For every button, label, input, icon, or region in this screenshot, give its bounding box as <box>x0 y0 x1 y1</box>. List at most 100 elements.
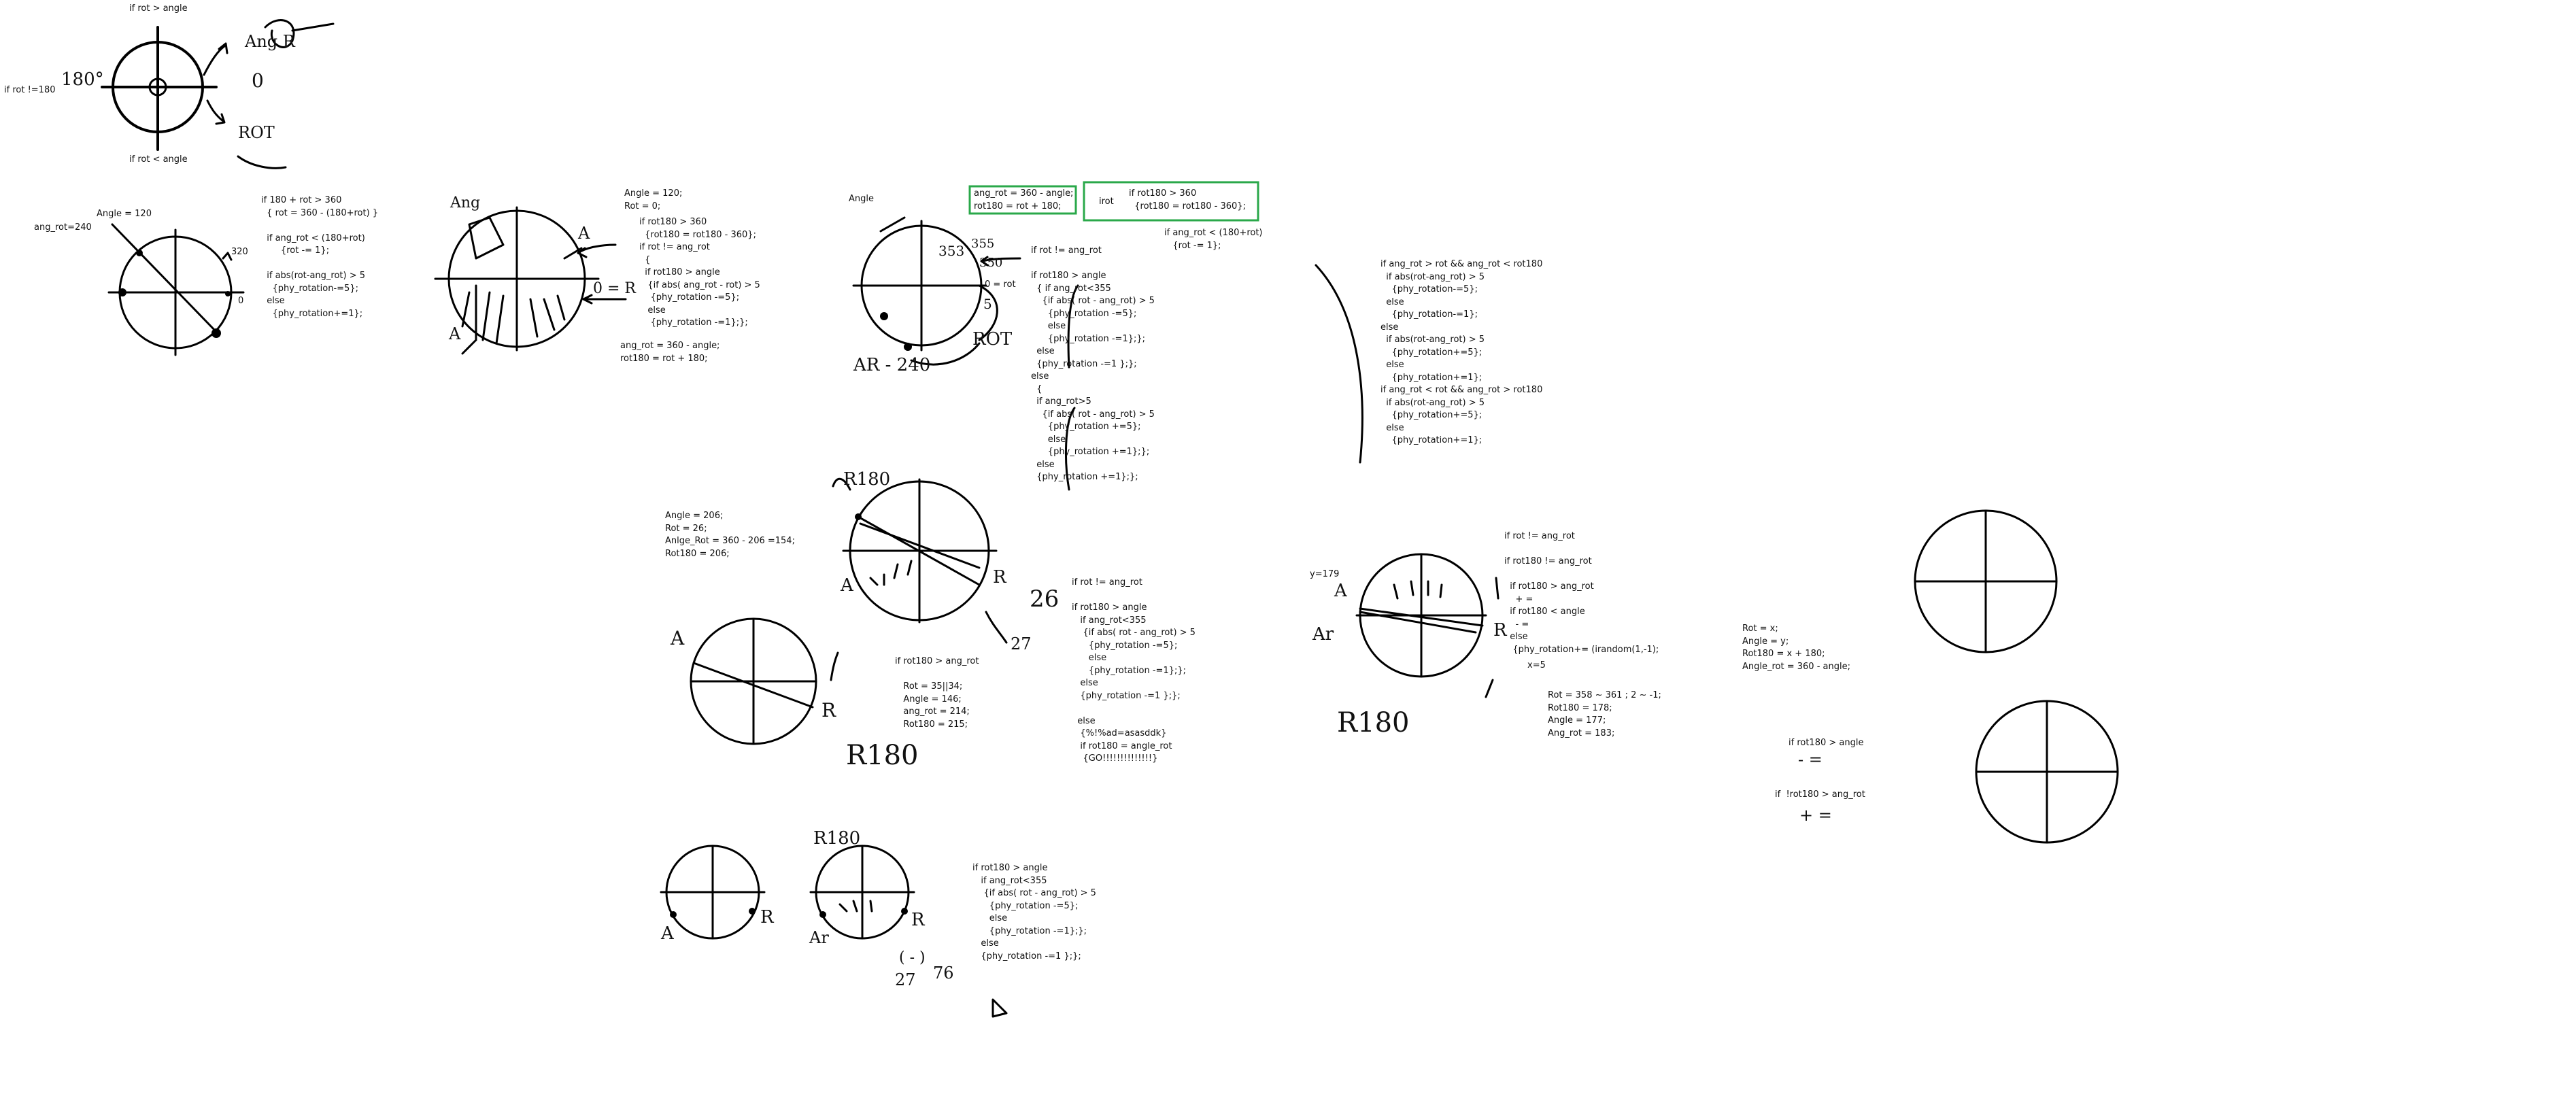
code-line: if abs(rot-ang_rot) > 5 <box>1380 271 1542 284</box>
code-line: {phy_rotation -=5}; <box>1031 308 1155 321</box>
label-rot-gt-angle: if rot > angle <box>129 3 188 15</box>
hw-26: 26 <box>1030 593 1059 605</box>
circle-plain-1 <box>1915 511 2056 652</box>
code-line: Angle = 206; <box>665 510 795 523</box>
hw-zero-r: 0 = R <box>593 283 636 295</box>
code-rot358: Rot = 358 ~ 361 ; 2 ~ -1;Rot180 = 178;An… <box>1548 689 1661 740</box>
circle-left-r180 <box>691 619 838 744</box>
hw-a-mid: A <box>841 579 853 592</box>
code-if-ang-rot: if ang_rot < (180+rot) {rot -= 1}; <box>1164 227 1263 252</box>
code-line: Rot180 = 178; <box>1548 702 1661 715</box>
hw-r180-top: R180 <box>843 473 890 486</box>
code-line: Ang_rot = 183; <box>1548 728 1661 740</box>
code-line: ang_rot = 360 - angle; <box>974 188 1073 201</box>
code-line: Rot = 26; <box>665 523 795 536</box>
hw-a-r180: A <box>1334 585 1347 597</box>
hw-ang-r: Ang R <box>245 35 295 48</box>
bracket-right <box>1316 265 1362 462</box>
code-line: {phy_rotation-=1}; <box>1380 309 1542 322</box>
code-bottom: if rot180 > angle if ang_rot<355 {if abs… <box>972 862 1096 963</box>
stroke-arrow-bottom <box>993 1000 1006 1017</box>
code-line <box>261 258 378 271</box>
code-line: {phy_rotation -=1 };}; <box>972 951 1096 964</box>
code-line: {phy_rotation -=1};}; <box>1031 333 1155 346</box>
code-line: Angle = 146; <box>895 694 979 706</box>
code-line: Rot = 0; <box>624 201 682 214</box>
code-mid: if rot != ang_rot if rot180 > angle { if… <box>1031 245 1155 484</box>
code-line: ang_rot = 214; <box>895 706 979 719</box>
label-320: 320 <box>231 246 248 258</box>
code-line: else <box>639 305 760 318</box>
code-line: {phy_rotation -=5}; <box>639 292 760 305</box>
code-line: { rot = 360 - (180+rot) } <box>261 207 378 220</box>
code-line: - = <box>1504 619 1659 632</box>
code-line: if !rot180 > ang_rot <box>1775 789 1865 802</box>
label-rot-ne-180: if rot !=180 <box>4 84 55 97</box>
hw-r180-big1: R180 <box>846 749 918 762</box>
code-line: {phy_rotation -=5}; <box>1072 640 1196 653</box>
code-line: if ang_rot < rot && ang_rot > rot180 <box>1380 384 1542 397</box>
label-y179: y=179 <box>1310 568 1339 581</box>
code-line: {rot180 = rot180 - 360}; <box>1129 201 1246 214</box>
hw-a-b1: A <box>661 927 674 940</box>
code-line: {rot -= 1}; <box>1164 240 1263 253</box>
hw-rot: ROT <box>238 126 275 139</box>
code-line: {phy_rotation -=1};}; <box>639 317 760 330</box>
code-line: { if ang_rot<355 <box>1031 283 1155 296</box>
code-angle120: Angle = 120;Rot = 0; <box>624 188 682 213</box>
label-x5: x=5 <box>1527 660 1546 672</box>
code-line: if ang_rot>5 <box>1031 396 1155 409</box>
circle-top-left <box>102 20 333 169</box>
code-line: {phy_rotation+= (irandom(1,-1); <box>1504 644 1659 657</box>
code-r180: if rot != ang_rot if rot180 != ang_rot i… <box>1504 530 1659 656</box>
code-line: if ang_rot<355 <box>972 875 1096 888</box>
code-line: {phy_rotation -=1};}; <box>1072 665 1196 678</box>
code-line: if rot180 > ang_rot <box>1504 581 1659 594</box>
hw-355: 355 <box>971 238 994 250</box>
code-line: else <box>1504 631 1659 644</box>
hw-r180-big2: R180 <box>1337 717 1409 729</box>
code-line: {phy_rotation+=1}; <box>1380 435 1542 447</box>
code-line: {phy_rotation-=5}; <box>261 283 378 296</box>
code-line: if 180 + rot > 360 <box>261 194 378 207</box>
code-line: else <box>1380 359 1542 372</box>
circle-angle-120 <box>109 224 243 355</box>
code-line: else <box>972 938 1096 951</box>
circle-bottom-2 <box>811 846 914 938</box>
code-line: if ang_rot > rot && ang_rot < rot180 <box>1380 258 1542 271</box>
label-irot: irot <box>1099 196 1114 208</box>
hw-a-left: A <box>671 632 684 645</box>
code-line: Angle = y; <box>1742 636 1850 649</box>
code-line: else <box>1031 345 1155 358</box>
hw-minus-eq: - = <box>1798 753 1823 766</box>
code-line: if ang_rot < (180+rot) <box>261 233 378 245</box>
code-line: else <box>1072 677 1196 690</box>
code-line: Rot = 358 ~ 361 ; 2 ~ -1; <box>1548 689 1661 702</box>
code-line: if rot != ang_rot <box>639 241 760 254</box>
code-line: rot180 = rot + 180; <box>620 353 719 366</box>
code-line: {if abs( rot - ang_rot) > 5 <box>972 887 1096 900</box>
code-line: Angle_rot = 360 - angle; <box>1742 661 1850 674</box>
code-line: if rot180 = angle_rot <box>1072 740 1196 753</box>
hw-ar-r180: Ar <box>1312 628 1334 641</box>
code-line: {if abs( rot - ang_rot) > 5 <box>1031 295 1155 308</box>
code-line <box>1504 568 1659 581</box>
code-line: else <box>1072 652 1196 665</box>
code-line: Angle = 177; <box>1548 715 1661 728</box>
code-line: {phy_rotation -=1 };}; <box>1031 358 1155 371</box>
code-line: {phy_rotation +=5}; <box>1031 421 1155 434</box>
code-line: if rot180 > angle <box>639 267 760 279</box>
code-line: Rot = 35||34; <box>895 681 979 694</box>
code-angrot2: ang_rot = 360 - angle;rot180 = rot + 180… <box>620 340 719 365</box>
code-line: { <box>1031 384 1155 396</box>
code-line: if rot180 != ang_rot <box>1504 556 1659 568</box>
label-rot-lt-angle: if rot < angle <box>129 154 188 166</box>
code-line: else <box>1380 422 1542 435</box>
code-line: ang_rot = 360 - angle; <box>620 340 719 353</box>
code-line: else <box>1031 320 1155 333</box>
code-line: {phy_rotation-=5}; <box>1380 284 1542 296</box>
code-line: else <box>1031 459 1155 472</box>
code-line: {phy_rotation+=5}; <box>1380 409 1542 422</box>
code-line: if abs(rot-ang_rot) > 5 <box>1380 334 1542 347</box>
hw-r180-b: R180 <box>813 832 860 845</box>
